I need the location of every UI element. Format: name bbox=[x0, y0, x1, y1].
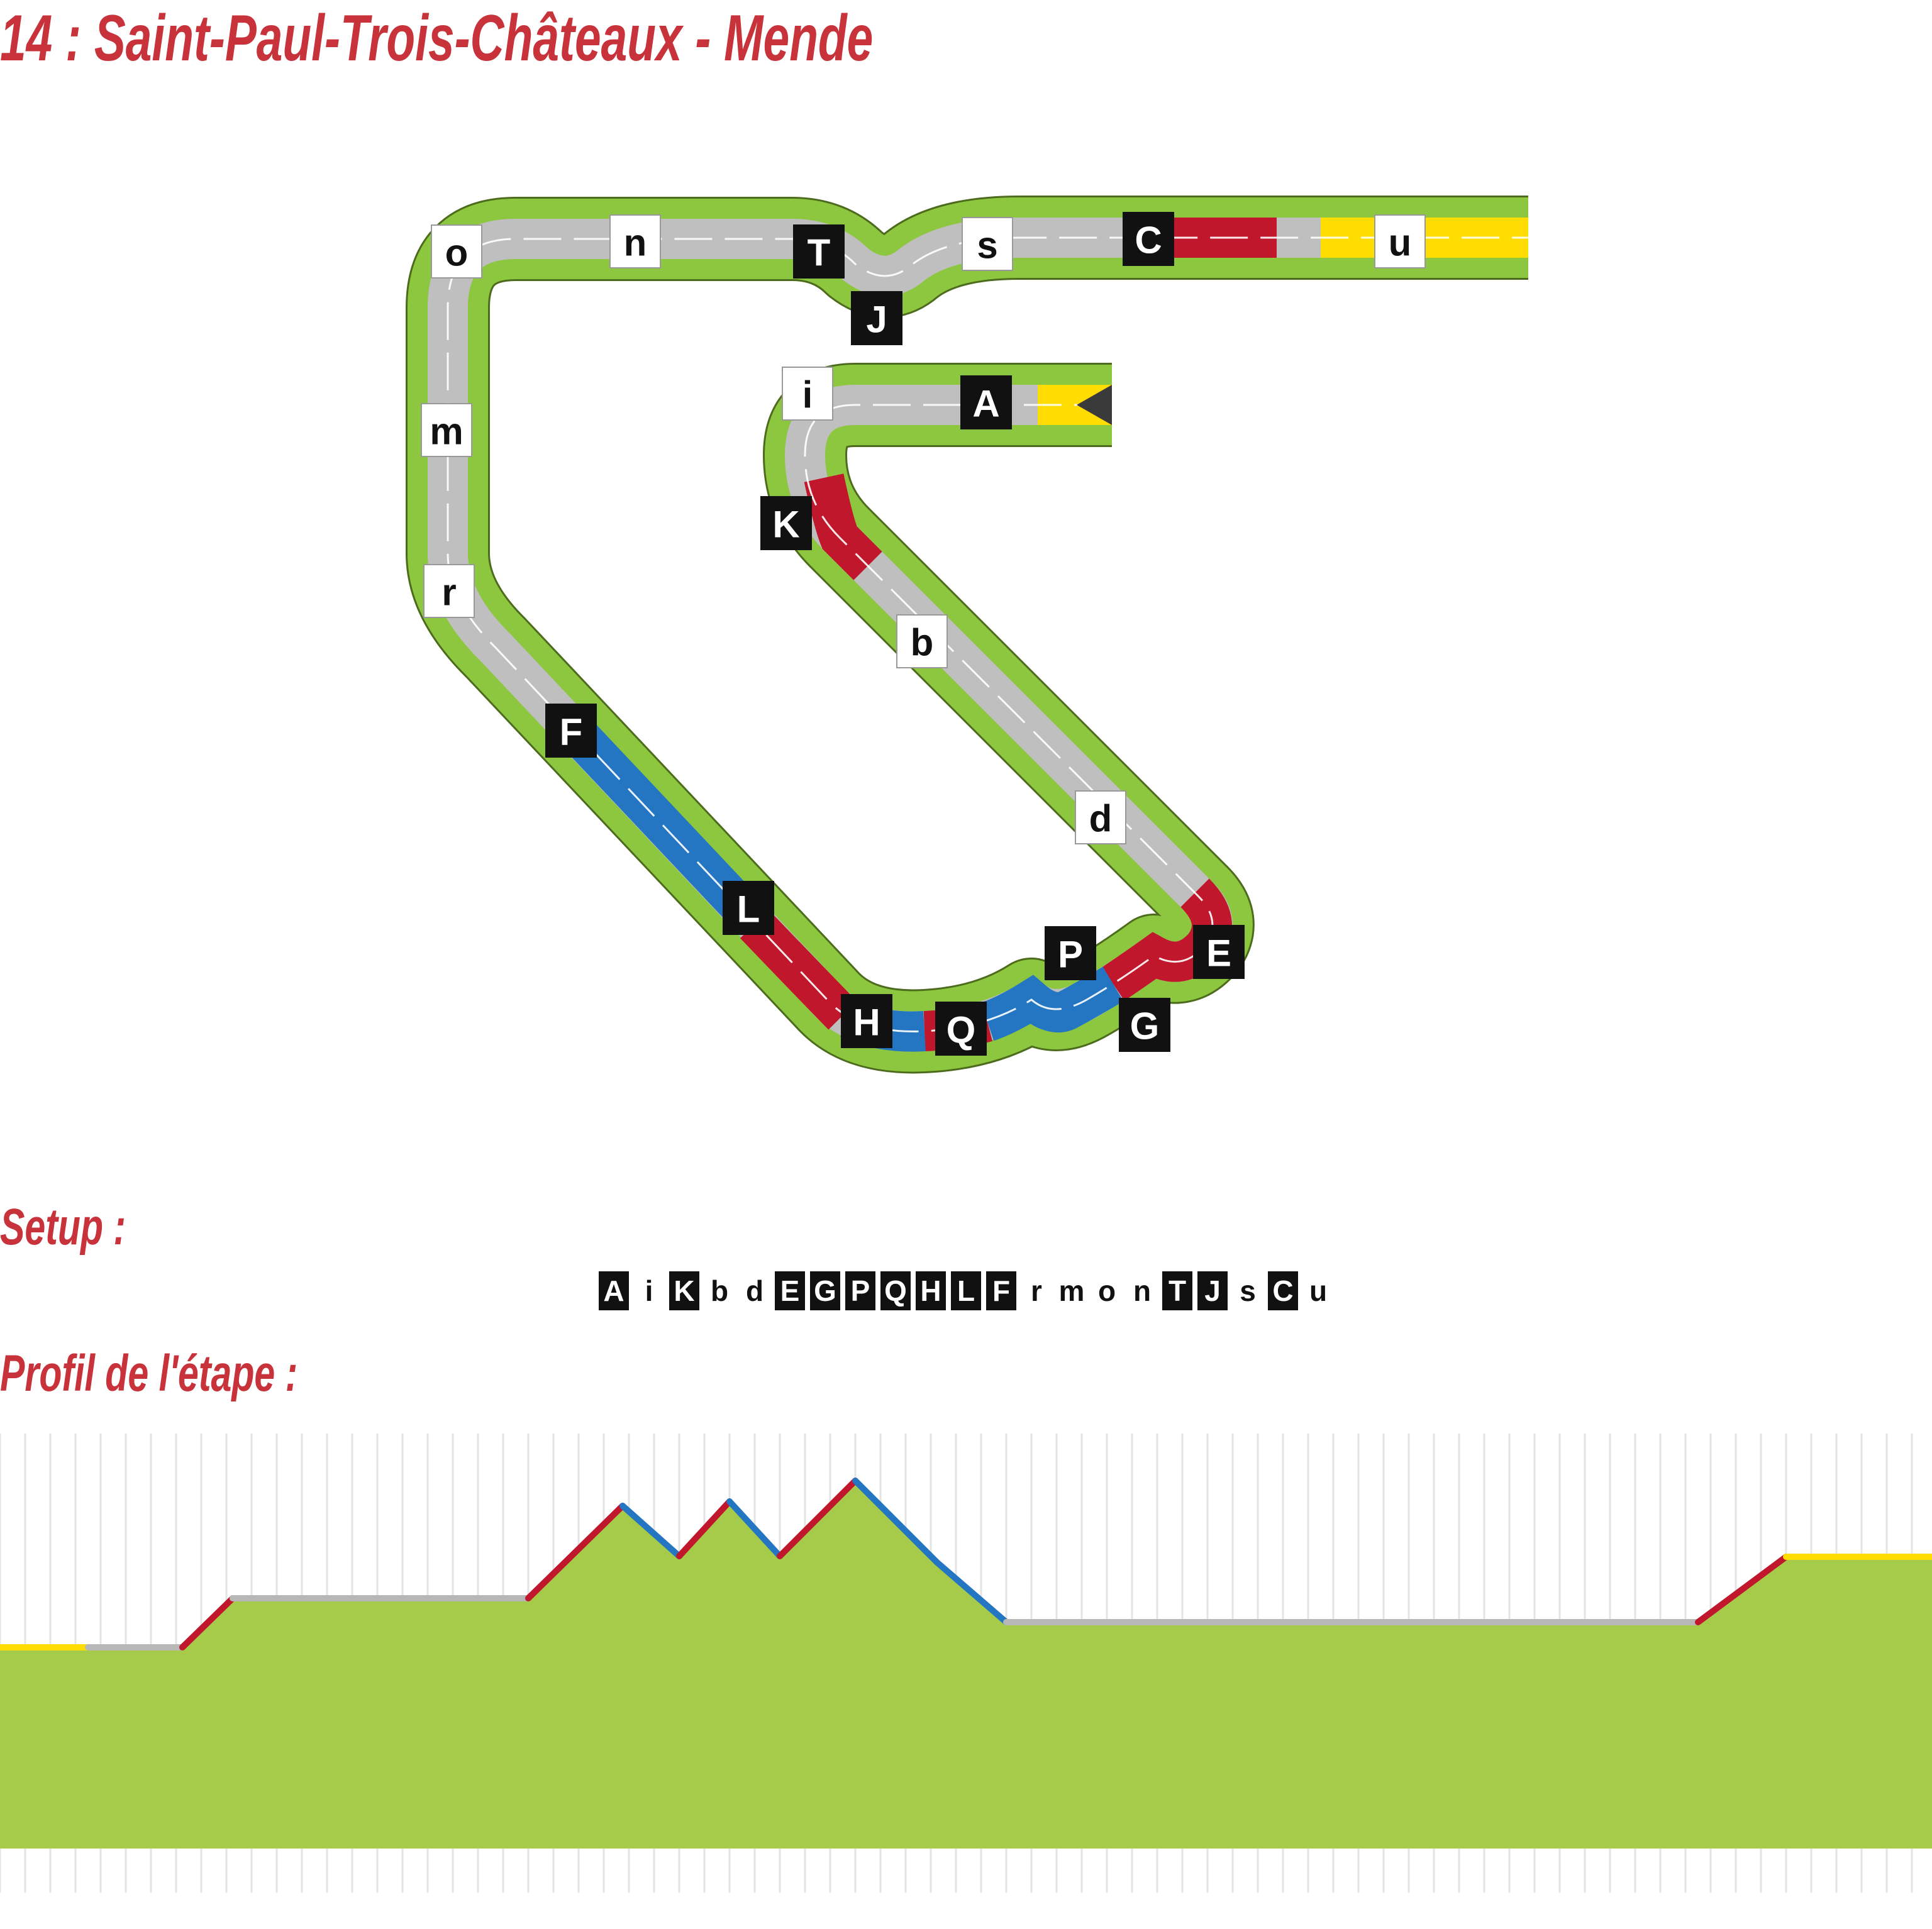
tile-label: J bbox=[866, 299, 887, 341]
setup-tile-n: n bbox=[1133, 1274, 1152, 1307]
tile-r: r bbox=[423, 564, 475, 618]
tile-G: G bbox=[1119, 998, 1170, 1052]
setup-tile-K: K bbox=[669, 1271, 699, 1310]
profile-segment bbox=[676, 1498, 733, 1559]
setup-tile-b: b bbox=[710, 1274, 729, 1307]
setup-tile-d: d bbox=[745, 1274, 764, 1307]
tile-C: C bbox=[1123, 212, 1174, 266]
tile-label: F bbox=[560, 711, 583, 753]
track-grass bbox=[408, 197, 1528, 1072]
setup-tile-m: m bbox=[1058, 1274, 1085, 1307]
profile-road bbox=[0, 1478, 1932, 1650]
stage-profile-chart bbox=[0, 1434, 1932, 1893]
setup-tile-Q: Q bbox=[880, 1271, 911, 1310]
setup-tile-L: L bbox=[951, 1271, 981, 1310]
tile-n: n bbox=[609, 214, 661, 268]
tile-s: s bbox=[962, 217, 1013, 271]
setup-tile-G: G bbox=[810, 1271, 840, 1310]
setup-heading: Setup : bbox=[0, 1198, 126, 1256]
tile-i: i bbox=[782, 367, 833, 421]
tile-label: P bbox=[1058, 934, 1083, 976]
setup-tile-P: P bbox=[845, 1271, 875, 1310]
tile-label: n bbox=[624, 222, 647, 264]
setup-tile-C: C bbox=[1268, 1271, 1298, 1310]
profile-segment bbox=[852, 1478, 940, 1566]
setup-tile-i: i bbox=[645, 1274, 653, 1307]
tile-label: d bbox=[1089, 798, 1113, 840]
profile-segment bbox=[934, 1559, 1009, 1625]
tile-b: b bbox=[896, 614, 948, 668]
profile-segment bbox=[525, 1503, 626, 1601]
tile-label: E bbox=[1206, 932, 1231, 975]
tile-label: r bbox=[441, 572, 456, 614]
start-arrow-icon bbox=[1077, 385, 1112, 425]
tile-d: d bbox=[1075, 790, 1126, 844]
setup-tile-T: T bbox=[1162, 1271, 1192, 1310]
tile-K: K bbox=[760, 496, 812, 550]
setup-tile-o: o bbox=[1097, 1274, 1116, 1307]
profile-terrain bbox=[0, 1482, 1932, 1849]
tile-label: Q bbox=[947, 1009, 976, 1051]
tile-T: T bbox=[793, 224, 845, 279]
tile-label: C bbox=[1135, 219, 1162, 262]
profile-heading: Profil de l'étape : bbox=[0, 1345, 298, 1402]
tile-label: G bbox=[1130, 1005, 1160, 1047]
stage-title: 14 : Saint-Paul-Trois-Châteaux - Mende bbox=[0, 2, 874, 75]
setup-tile-r: r bbox=[1031, 1274, 1042, 1307]
tile-label: i bbox=[802, 374, 813, 416]
tile-label: T bbox=[808, 232, 831, 274]
profile-segment bbox=[619, 1503, 682, 1559]
profile-segment bbox=[726, 1498, 783, 1559]
setup-tile-F: F bbox=[986, 1271, 1016, 1310]
setup-tile-u: u bbox=[1309, 1274, 1328, 1307]
tile-label: s bbox=[977, 224, 997, 267]
tile-Q: Q bbox=[935, 1002, 987, 1056]
tile-o: o bbox=[431, 224, 482, 279]
tile-F: F bbox=[545, 704, 597, 758]
profile-segment bbox=[179, 1595, 236, 1650]
tile-label: L bbox=[737, 888, 760, 931]
tile-E: E bbox=[1193, 925, 1245, 979]
tile-A: A bbox=[960, 375, 1012, 429]
tile-J: J bbox=[851, 291, 902, 345]
profile-segment bbox=[777, 1478, 858, 1559]
profile-segment bbox=[1695, 1554, 1789, 1625]
tile-label: A bbox=[972, 383, 999, 425]
tile-m: m bbox=[421, 403, 472, 457]
tile-u: u bbox=[1374, 214, 1426, 268]
setup-tile-J: J bbox=[1197, 1271, 1228, 1310]
terrain-fill bbox=[0, 1482, 1932, 1849]
tile-P: P bbox=[1045, 926, 1096, 980]
setup-tile-A: A bbox=[599, 1271, 629, 1310]
setup-tile-E: E bbox=[775, 1271, 805, 1310]
tile-label: m bbox=[430, 411, 463, 453]
tile-label: H bbox=[853, 1002, 880, 1044]
setup-tile-H: H bbox=[916, 1271, 946, 1310]
tile-L: L bbox=[723, 881, 774, 935]
tile-label: u bbox=[1389, 222, 1412, 264]
setup-tile-s: s bbox=[1240, 1274, 1256, 1307]
tile-label: b bbox=[911, 622, 934, 664]
tile-label: o bbox=[445, 232, 469, 274]
tile-label: K bbox=[772, 504, 799, 546]
tile-H: H bbox=[841, 994, 892, 1048]
track-course bbox=[406, 196, 1528, 1074]
